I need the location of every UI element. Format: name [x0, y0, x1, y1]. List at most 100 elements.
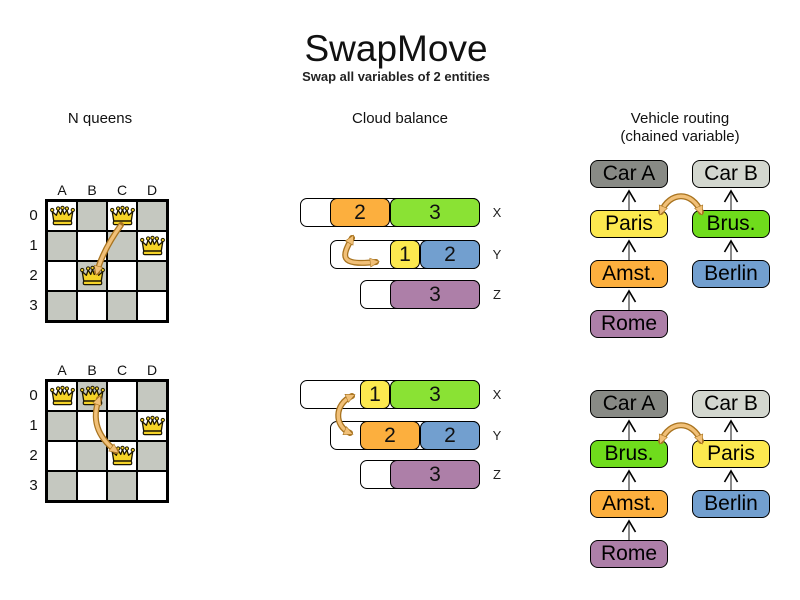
board-cell — [137, 471, 167, 501]
chain-arrowhead-icon — [621, 419, 637, 433]
chain-box: Amst. — [590, 490, 668, 518]
queen-icon — [49, 205, 76, 228]
board-cell — [77, 471, 107, 501]
chain-box: Car A — [590, 160, 668, 188]
queen-icon — [79, 385, 106, 408]
queen-icon — [79, 265, 106, 288]
chain-box: Car A — [590, 390, 668, 418]
board-row-header: 3 — [29, 297, 38, 314]
chain-box: Rome — [590, 310, 668, 338]
board-cell — [47, 471, 77, 501]
computer-label: Z — [493, 287, 501, 302]
page-title: SwapMove — [304, 28, 488, 69]
section-sublabel-chained-variable: (chained variable) — [620, 128, 740, 145]
swap-arrow-vehicle-before — [658, 193, 704, 216]
board-cell — [107, 411, 137, 441]
chain-box: Rome — [590, 540, 668, 568]
board-col-header: C — [116, 182, 128, 198]
board-cell — [47, 411, 77, 441]
queen-icon — [109, 205, 136, 228]
process-segment: 3 — [390, 460, 480, 489]
board-col-header: B — [87, 362, 97, 378]
board-cell — [77, 231, 107, 261]
board-cell — [107, 261, 137, 291]
chain-box: Berlin — [692, 490, 770, 518]
chain-box: Berlin — [692, 260, 770, 288]
chain-box: Car B — [692, 160, 770, 188]
chess-grid — [45, 199, 169, 323]
board-col-header: C — [116, 362, 128, 378]
chain-box: Amst. — [590, 260, 668, 288]
section-label-cloud-balance: Cloud balance — [352, 110, 448, 127]
chain-arrowhead-icon — [723, 239, 739, 253]
computer-label: X — [492, 205, 502, 220]
chain-arrowhead-icon — [723, 469, 739, 483]
process-segment: 2 — [420, 421, 480, 450]
board-cell — [137, 261, 167, 291]
process-segment: 1 — [390, 240, 420, 269]
board-cell — [77, 291, 107, 321]
board-cell — [77, 201, 107, 231]
board-row-header: 1 — [29, 237, 38, 254]
board-cell — [137, 441, 167, 471]
section-label-vehicle-routing: Vehicle routing — [630, 110, 730, 127]
board-row-header: 1 — [29, 417, 38, 434]
chain-arrowhead-icon — [723, 419, 739, 433]
queen-icon — [139, 235, 166, 258]
computer-label: Y — [492, 428, 502, 443]
board-cell — [47, 261, 77, 291]
board-cell — [77, 441, 107, 471]
chain-box: Brus. — [590, 440, 668, 468]
board-row-header: 0 — [29, 387, 38, 404]
board-col-header: D — [146, 362, 158, 378]
board-cell — [137, 381, 167, 411]
chain-arrowhead-icon — [621, 239, 637, 253]
computer-label: Z — [493, 467, 501, 482]
board-col-header: B — [87, 182, 97, 198]
chain-connectors — [621, 189, 739, 540]
computer-label: Y — [492, 247, 502, 262]
process-segment: 1 — [360, 380, 390, 409]
board-cell — [137, 291, 167, 321]
chain-box: Paris — [692, 440, 770, 468]
board-cell — [47, 441, 77, 471]
chain-arrowhead-icon — [621, 469, 637, 483]
chain-box: Brus. — [692, 210, 770, 238]
computer-label: X — [492, 387, 502, 402]
queen-icon — [139, 415, 166, 438]
board-col-header: A — [57, 362, 67, 378]
process-segment: 3 — [390, 198, 480, 227]
swap-arrow-vehicle-after — [658, 422, 704, 445]
process-segment: 2 — [330, 198, 390, 227]
page-subtitle: Swap all variables of 2 entities — [302, 69, 490, 84]
process-segment: 3 — [390, 280, 480, 309]
chain-arrowhead-icon — [621, 289, 637, 303]
queen-icon — [109, 445, 136, 468]
board-cell — [107, 231, 137, 261]
board-col-header: D — [146, 182, 158, 198]
chain-arrowhead-icon — [621, 189, 637, 203]
process-segment: 2 — [360, 421, 420, 450]
board-row-header: 0 — [29, 207, 38, 224]
nqueens-board-after: A B C D 0 1 2 3 — [25, 363, 177, 505]
board-row-header: 2 — [29, 447, 38, 464]
chess-grid — [45, 379, 169, 503]
board-col-header: A — [57, 182, 67, 198]
section-label-nqueens: N queens — [67, 110, 133, 127]
board-cell — [137, 201, 167, 231]
board-row-header: 3 — [29, 477, 38, 494]
board-cell — [47, 291, 77, 321]
chain-arrowhead-icon — [621, 519, 637, 533]
chain-box: Paris — [590, 210, 668, 238]
queen-icon — [49, 385, 76, 408]
board-cell — [77, 411, 107, 441]
board-cell — [107, 291, 137, 321]
process-segment: 3 — [390, 380, 480, 409]
chain-arrowhead-icon — [723, 189, 739, 203]
board-cell — [107, 381, 137, 411]
process-segment: 2 — [420, 240, 480, 269]
board-cell — [107, 471, 137, 501]
chain-box: Car B — [692, 390, 770, 418]
